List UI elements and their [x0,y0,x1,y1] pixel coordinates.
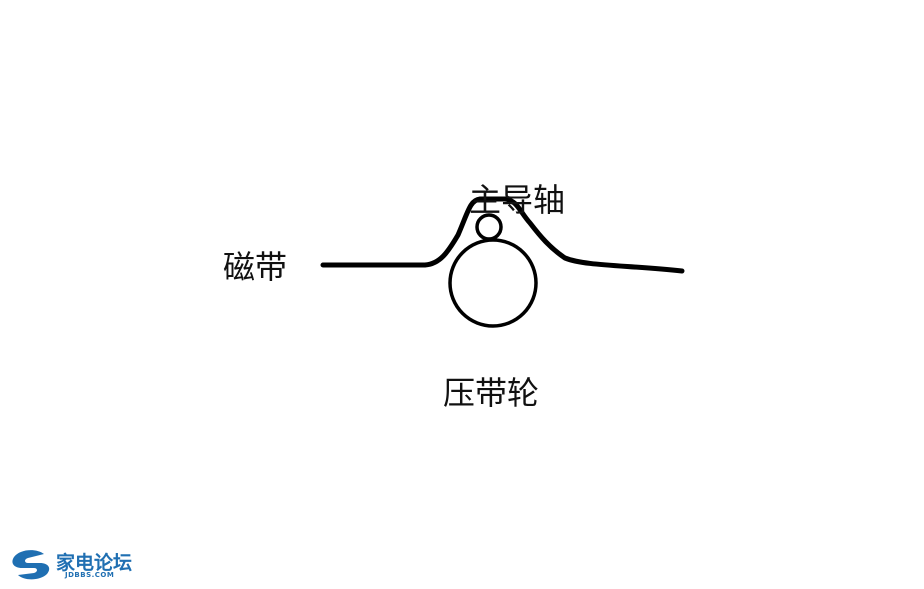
tape-label: 磁带 [223,248,288,286]
watermark-name: 家电论坛 [56,552,133,574]
watermark-domain: JDBBS.COM [65,571,115,579]
pinch-roller [448,238,538,328]
tape-line [320,196,685,274]
capstan-label: 主导轴 [469,181,566,219]
pinch-roller-label: 压带轮 [443,374,540,412]
watermark-logo: 家电论坛 JDBBS.COM [10,548,150,582]
jdbbs-logo-icon [12,550,50,580]
